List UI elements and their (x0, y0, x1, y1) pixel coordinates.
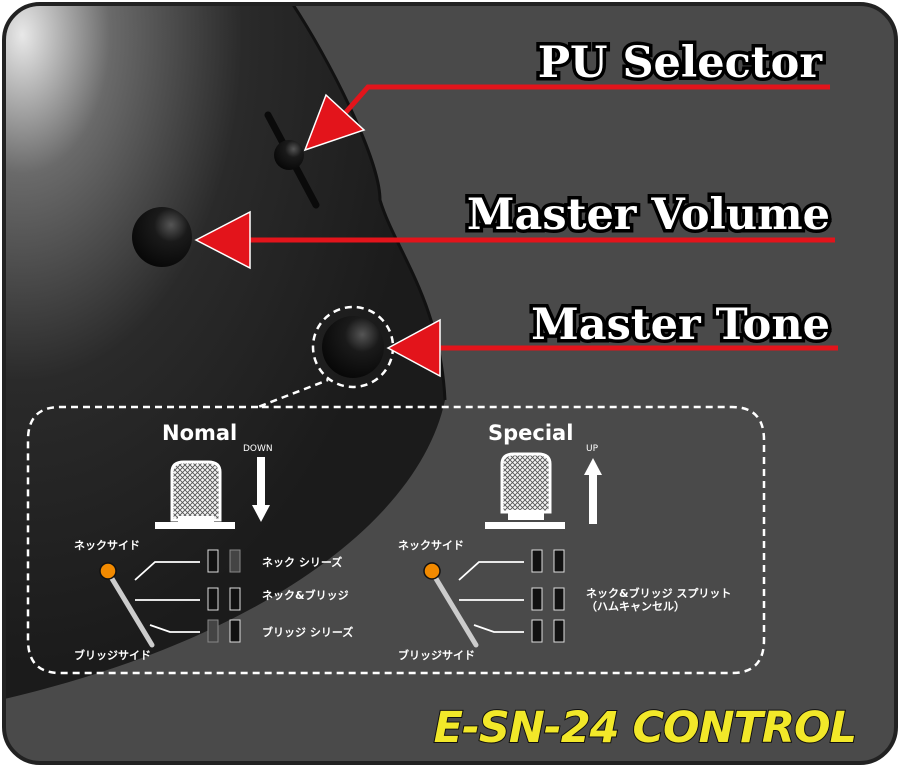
guitar-body-shape (4, 4, 445, 700)
up-arrow-icon (584, 458, 602, 524)
pu-selector-arrow (303, 84, 830, 152)
normal-bridge-side-label: ブリッジサイド (74, 648, 151, 662)
master-volume-arrow (194, 210, 835, 270)
amp-knob-icon (485, 452, 565, 529)
special-mode-section: Special UP ネックサイド ブリッジサイド (398, 421, 731, 662)
special-position-lines (458, 561, 524, 633)
master-volume-label: Master Volume (467, 190, 830, 240)
normal-position-1-label: ネック シリーズ (262, 555, 342, 569)
special-pickup-icons (531, 549, 565, 643)
normal-direction-label: DOWN (243, 444, 273, 454)
normal-neck-side-label: ネックサイド (74, 539, 140, 552)
normal-pu-switch-icon (99, 562, 155, 648)
master-tone-arrow (386, 318, 838, 378)
master-volume-knob-icon (132, 207, 192, 267)
pu-selector-label: PU Selector (538, 38, 824, 88)
amp-knob-icon (155, 460, 235, 529)
normal-position-lines (134, 561, 200, 633)
tone-info-box (26, 378, 766, 675)
special-bridge-side-label: ブリッジサイド (398, 648, 475, 662)
normal-mode-title: Nomal (162, 421, 237, 445)
pu-selector-switch-icon (264, 111, 320, 209)
down-arrow-icon (252, 457, 270, 522)
special-neck-side-label: ネックサイド (398, 539, 464, 552)
normal-pickup-icons (207, 549, 241, 643)
special-mode-title: Special (488, 421, 573, 445)
master-tone-label: Master Tone (531, 300, 830, 350)
normal-mode-section: Nomal DOWN ネックサイド ブリッジサイド (74, 421, 353, 662)
normal-position-2-label: ネック&ブリッジ (262, 588, 349, 602)
special-pu-switch-icon (423, 562, 479, 648)
special-position-note: （ハムキャンセル） (586, 600, 685, 613)
special-position-label: ネック&ブリッジ スプリット (586, 586, 731, 600)
brand-title: E-SN-24 CONTROL (434, 703, 856, 753)
special-direction-label: UP (586, 444, 599, 454)
normal-position-3-label: ブリッジ シリーズ (262, 625, 353, 639)
